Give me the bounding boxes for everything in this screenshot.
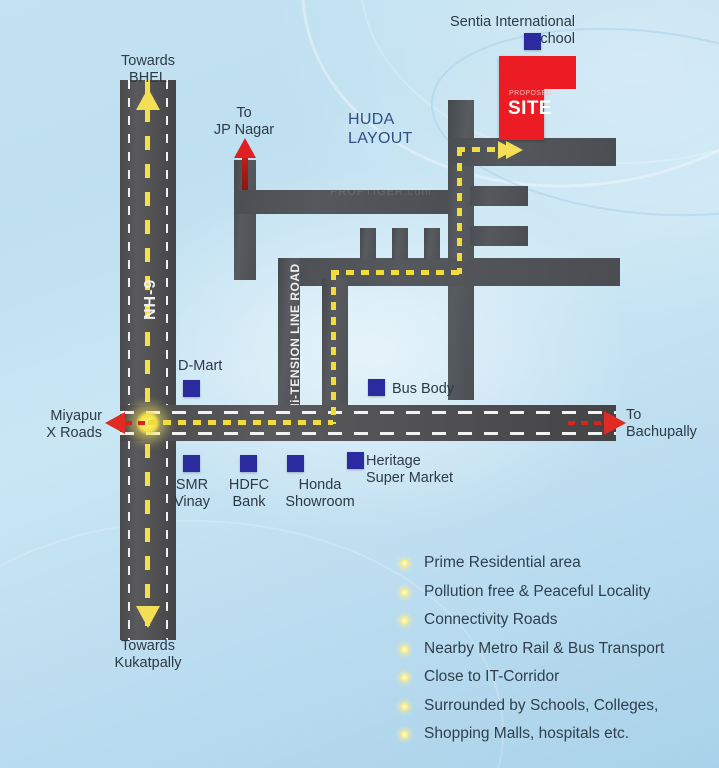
route-path-segment (148, 420, 333, 425)
landmark-marker-smr-vinay[interactable] (183, 455, 200, 472)
direction-label-kukatpally: Towards Kukatpally (114, 638, 182, 671)
feature-item: Connectivity Roads (396, 611, 696, 629)
landmark-label-sentia-school: Sentia International School (450, 14, 575, 47)
route-destination-arrow (498, 141, 515, 159)
road-hi-tension-line (278, 258, 300, 428)
landmark-marker-hdfc-bank[interactable] (240, 455, 257, 472)
landmark-label-smr-vinay: SMR Vinay (173, 477, 210, 510)
road-branch-east-2 (470, 226, 528, 246)
landmark-label-dmart: D-Mart (178, 358, 223, 374)
landmark-marker-heritage-super-market[interactable] (347, 452, 364, 469)
landmark-marker-bus-body[interactable] (368, 379, 385, 396)
direction-arrow-miyapur (105, 412, 125, 434)
bullet-icon (400, 616, 409, 625)
route-path-segment (331, 270, 461, 275)
feature-item: Shopping Malls, hospitals etc. (396, 725, 696, 743)
feature-text: Surrounded by Schools, Colleges, (424, 696, 659, 714)
direction-label-bachupally: To Bachupally (626, 407, 697, 440)
area-label-huda-layout: HUDA LAYOUT (348, 111, 413, 147)
direction-arrow-kukatpally (136, 606, 160, 628)
direction-arrow-tail (242, 158, 248, 198)
bullet-icon (400, 701, 409, 711)
direction-arrow-tail (568, 421, 610, 425)
landmark-marker-dmart[interactable] (183, 380, 200, 397)
lane-marking (120, 432, 616, 435)
feature-item: Surrounded by Schools, Colleges, (396, 697, 696, 715)
bullet-icon (400, 587, 409, 597)
landmark-label-hdfc-bank: HDFC Bank (228, 477, 270, 510)
route-path-segment (457, 148, 462, 274)
direction-arrow-bachupally (604, 411, 626, 435)
direction-label-jp-nagar: To JP Nagar (213, 105, 275, 138)
feature-item: Close to IT-Corridor (396, 668, 696, 686)
direction-arrow-tail (125, 421, 155, 425)
watermark: PROPTIGER.com (330, 186, 432, 198)
bullet-icon (400, 673, 409, 682)
road-tooth-1 (360, 228, 376, 260)
lane-marking (120, 411, 616, 414)
road-site-access (448, 138, 616, 166)
route-path-segment (331, 272, 336, 424)
lane-marking (128, 80, 130, 640)
landmark-label-heritage-super-market: Heritage Super Market (366, 453, 454, 486)
feature-item: Pollution free & Peaceful Locality (396, 583, 696, 601)
road-label-nh9: NH-9 (142, 278, 159, 320)
feature-item: Nearby Metro Rail & Bus Transport (396, 640, 696, 658)
bullet-icon (400, 644, 409, 654)
road-upper-horizontal (234, 190, 470, 214)
lane-marking (166, 80, 168, 640)
features-list: Prime Residential area Pollution free & … (396, 554, 696, 754)
road-branch-east-1 (470, 186, 528, 206)
feature-text: Prime Residential area (424, 554, 581, 571)
direction-label-bhel: Towards BHEL (121, 53, 175, 86)
feature-text: Nearby Metro Rail & Bus Transport (424, 639, 665, 657)
feature-text: Close to IT-Corridor (424, 668, 560, 685)
landmark-marker-sentia-school[interactable] (524, 33, 541, 50)
direction-label-miyapur-x-roads: Miyapur X Roads (46, 408, 102, 441)
feature-text: Connectivity Roads (424, 611, 558, 628)
landmark-label-honda-showroom: Honda Showroom (285, 477, 355, 510)
proposed-site[interactable]: PROPOSED SITE (499, 56, 551, 140)
feature-text: Shopping Malls, hospitals etc. (424, 725, 630, 742)
road-tooth-2 (392, 228, 408, 260)
center-line (145, 80, 150, 640)
direction-arrow-bhel (136, 88, 160, 110)
bullet-icon (400, 559, 409, 568)
proposed-site-wing (544, 56, 576, 89)
feature-item: Prime Residential area (396, 554, 696, 572)
road-nh9 (120, 80, 176, 640)
direction-arrow-jp-nagar (234, 138, 256, 158)
road-label-hi-tension: Hi-TENSION LINE ROAD (288, 263, 302, 412)
landmark-label-bus-body: Bus Body (392, 381, 455, 397)
route-path-segment (457, 147, 511, 152)
feature-text: Pollution free & Peaceful Locality (424, 582, 651, 600)
proposed-site-sublabel: PROPOSED (509, 90, 552, 97)
road-tooth-3 (424, 228, 440, 260)
bullet-icon (400, 730, 409, 739)
landmark-marker-honda-showroom[interactable] (287, 455, 304, 472)
proposed-site-label: SITE (508, 98, 552, 119)
